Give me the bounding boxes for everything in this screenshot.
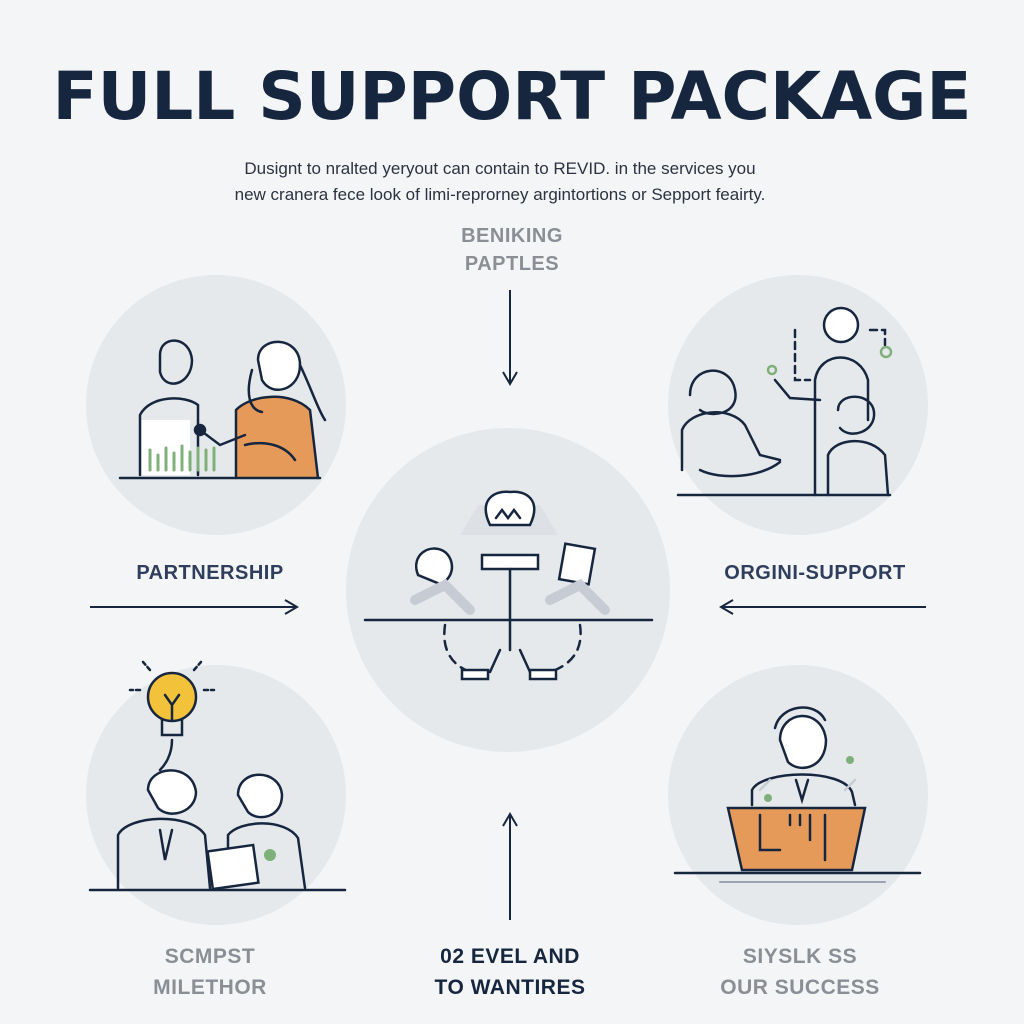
center-circle	[346, 428, 670, 752]
top-node-label: BENIKING PAPTLES	[412, 222, 612, 278]
bottom-left-line-2: MILETHOR	[153, 976, 267, 999]
subtitle-line-1: Dusignt to nralted yeryout can contain t…	[244, 159, 756, 178]
arrow-up-icon	[502, 812, 518, 920]
bottom-left-line-1: SCMPST	[164, 945, 256, 968]
bottom-right-line-1: SIYSLK SS	[742, 945, 858, 968]
lightbulb-team-icon	[88, 660, 347, 892]
bottom-center-line-1: 02 EVEL AND	[440, 945, 580, 968]
page-subtitle: Dusignt to nralted yeryout can contain t…	[0, 156, 1000, 208]
top-left-circle	[86, 275, 346, 535]
people-support-icon	[676, 306, 893, 497]
people-partnership-icon	[118, 339, 327, 480]
bottom-left-label: SCMPST MILETHOR	[110, 941, 310, 1003]
subtitle-line-2: new cranera fece look of limi-reprorney …	[234, 185, 766, 204]
orgini-support-label: ORGINI-SUPPORT	[724, 562, 906, 584]
bottom-left-circle	[86, 665, 346, 925]
success-desk-icon	[673, 706, 922, 883]
arrow-right-icon	[90, 599, 299, 615]
hub-balance-icon	[363, 490, 654, 681]
bottom-center-line-2: TO WANTIRES	[434, 976, 586, 999]
top-node-line-1: BENIKING	[461, 225, 563, 247]
page-title: FULL SUPPORT PACKAGE	[52, 58, 972, 135]
bottom-right-circle	[668, 665, 928, 925]
top-node-line-2: PAPTLES	[464, 253, 560, 275]
arrow-left-icon	[719, 599, 926, 615]
bottom-center-label: 02 EVEL AND TO WANTIRES	[405, 941, 615, 1003]
bottom-right-line-2: OUR SUCCESS	[720, 976, 880, 999]
bottom-right-label: SIYSLK SS OUR SUCCESS	[695, 941, 905, 1003]
arrow-down-icon	[502, 290, 518, 386]
partnership-label: PARTNERSHIP	[136, 562, 284, 584]
